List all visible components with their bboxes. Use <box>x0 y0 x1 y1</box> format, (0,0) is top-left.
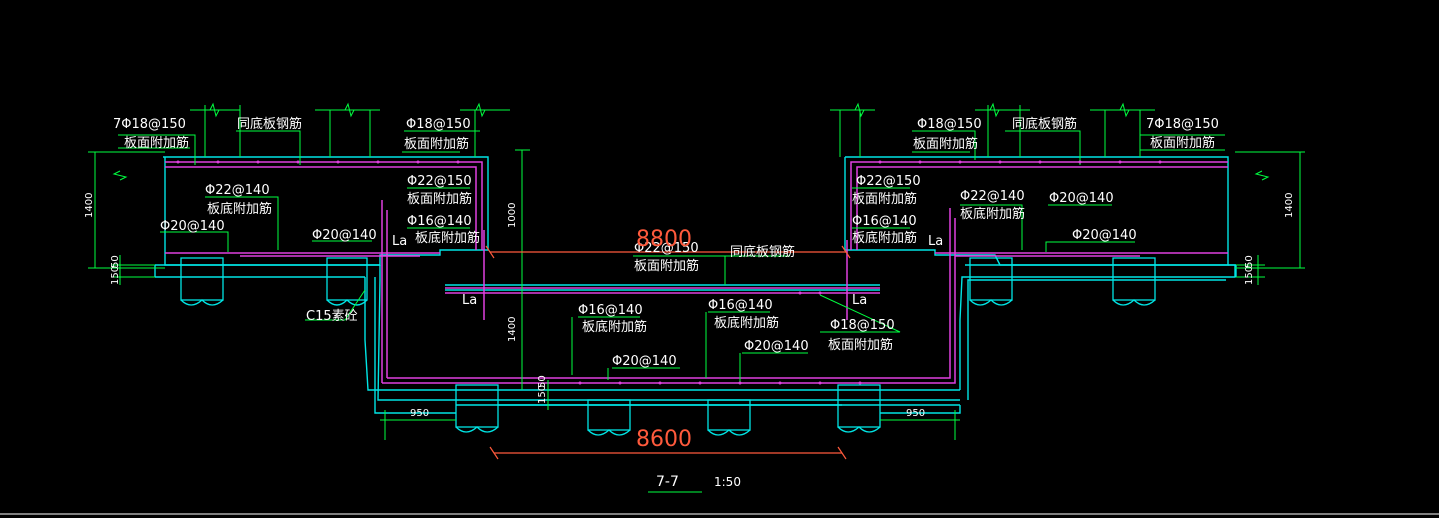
pile-mid-1 <box>455 384 499 433</box>
dim-1400-right: 1400 <box>1284 193 1295 218</box>
center-phi18-label: Φ18@150 <box>830 318 895 333</box>
break-marks <box>112 102 1270 181</box>
dimension-lines <box>88 149 1305 440</box>
center-phi16-b-label: Φ16@140 <box>708 298 773 313</box>
center-labels: Φ22@150 板面附加筋 同底板钢筋 La La Φ16@140 板底附加筋 … <box>462 241 895 369</box>
right-mid-top-desc: 板面附加筋 <box>913 136 978 152</box>
right-la-label: La <box>928 234 943 249</box>
left-labels: 7Φ18@150 板面附加筋 同底板钢筋 Φ18@150 板面附加筋 Φ22@1… <box>113 116 480 324</box>
dim-150-right: 150 <box>1244 266 1255 285</box>
center-phi22-label: Φ22@150 <box>634 241 699 256</box>
dim-50-left: 50 <box>110 255 121 268</box>
center-phi22-desc: 板面附加筋 <box>634 258 699 274</box>
left-c15-label: C15素砼 <box>306 309 358 324</box>
left-wall-phi22-label: Φ22@150 <box>407 174 472 189</box>
dim-950-left: 950 <box>410 408 429 419</box>
right-same-bottom-label: 同底板钢筋 <box>1012 116 1077 132</box>
center-phi16-a-label: Φ16@140 <box>578 303 643 318</box>
dim-8800: 8800 <box>636 227 692 252</box>
right-phi22-desc: 板底附加筋 <box>960 206 1025 222</box>
left-phi20-a-label: Φ20@140 <box>160 219 225 234</box>
right-mid-top-bar-label: Φ18@150 <box>917 117 982 132</box>
right-wall-phi22-desc: 板面附加筋 <box>852 191 917 207</box>
pile-left-1 <box>180 257 224 306</box>
right-phi22-label: Φ22@140 <box>960 189 1025 204</box>
center-phi20-b-label: Φ20@140 <box>744 339 809 354</box>
pile-left-2 <box>326 257 368 306</box>
left-la-label: La <box>392 234 407 249</box>
left-top-bar-label: 7Φ18@150 <box>113 117 186 132</box>
right-top-bar-desc: 板面附加筋 <box>1150 135 1215 151</box>
center-phi16-a-desc: 板底附加筋 <box>582 319 647 335</box>
dim-1400-left: 1400 <box>84 193 95 218</box>
right-wall-phi16-label: Φ16@140 <box>852 214 917 229</box>
dim-1000: 1000 <box>507 203 518 228</box>
section-scale-text: 1:50 <box>714 475 741 489</box>
dim-50-right: 50 <box>1244 255 1255 268</box>
rebar-dots <box>176 160 1162 385</box>
rebar <box>165 161 1228 384</box>
left-phi20-b-label: Φ20@140 <box>312 228 377 243</box>
pile-right-2 <box>1112 257 1156 306</box>
pile-mid-3 <box>707 399 751 436</box>
left-top-bar-desc: 板面附加筋 <box>124 135 189 151</box>
concrete-outline <box>154 156 1237 414</box>
left-mid-top-desc: 板面附加筋 <box>404 136 469 152</box>
center-phi18-desc: 板面附加筋 <box>828 337 893 353</box>
section-title-text: 7-7 <box>656 474 679 490</box>
leader-lines <box>118 105 1225 382</box>
dim-8600: 8600 <box>636 427 692 452</box>
pile-mid-4 <box>837 384 881 433</box>
section-title: 7-7 1:50 <box>648 474 741 493</box>
dim-150-mid: 150 <box>537 385 548 404</box>
piles <box>180 257 1156 436</box>
right-phi20-a-label: Φ20@140 <box>1049 191 1114 206</box>
left-phi22-desc: 板底附加筋 <box>207 201 272 217</box>
right-top-bar-label: 7Φ18@150 <box>1146 117 1219 132</box>
pile-right-1 <box>969 257 1013 306</box>
right-wall-phi22-label: Φ22@150 <box>856 174 921 189</box>
dim-1400-mid: 1400 <box>507 317 518 342</box>
center-same-bottom-label: 同底板钢筋 <box>730 244 795 260</box>
center-la-left-label: La <box>462 293 477 308</box>
left-wall-phi22-desc: 板面附加筋 <box>407 191 472 207</box>
left-phi22-label: Φ22@140 <box>205 183 270 198</box>
center-phi20-a-label: Φ20@140 <box>612 354 677 369</box>
dimension-texts: 8800 8600 1400 1400 1000 1400 50 150 50 … <box>84 193 1295 452</box>
right-labels: Φ18@150 板面附加筋 同底板钢筋 7Φ18@150 板面附加筋 Φ22@1… <box>852 116 1219 249</box>
dim-950-right: 950 <box>906 408 925 419</box>
left-wall-phi16-desc: 板底附加筋 <box>415 230 480 246</box>
right-phi20-b-label: Φ20@140 <box>1072 228 1137 243</box>
left-same-bottom-label: 同底板钢筋 <box>237 116 302 132</box>
left-mid-top-bar-label: Φ18@150 <box>406 117 471 132</box>
right-slab-outline <box>844 156 1229 266</box>
center-phi16-b-desc: 板底附加筋 <box>714 315 779 331</box>
pile-mid-2 <box>587 399 631 436</box>
dim-150-left: 150 <box>110 266 121 285</box>
red-dimensions <box>485 245 851 460</box>
left-wall-phi16-label: Φ16@140 <box>407 214 472 229</box>
right-wall-phi16-desc: 板底附加筋 <box>852 230 917 246</box>
center-la-right-label: La <box>852 293 867 308</box>
dim-50-mid: 50 <box>537 375 548 388</box>
